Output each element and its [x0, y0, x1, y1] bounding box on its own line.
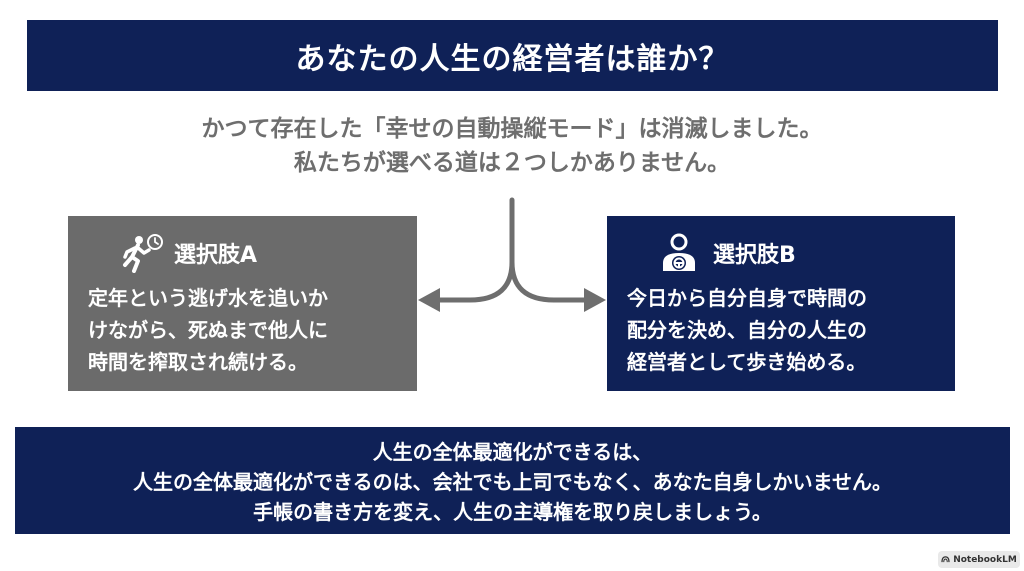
conclusion-box: 人生の全体最適化ができるは、 人生の全体最適化ができるのは、会社でも上司でもなく… [15, 427, 1010, 534]
intro-line-1: かつて存在した「幸せの自動操縦モード」は消滅しました。 [201, 116, 823, 142]
notebooklm-logo-icon [941, 556, 950, 563]
badge-label: NotebookLM [953, 554, 1017, 565]
choice-a-line-3: 時間を搾取され続ける。 [88, 350, 308, 374]
runner-clock-icon [123, 234, 163, 273]
driver-steering-wheel-icon [663, 233, 695, 271]
page-title: あなたの人生の経営者は誰か？ [295, 41, 730, 77]
choice-b-line-1: 今日から自分自身で時間の [627, 286, 867, 310]
arrow-left-head [418, 288, 440, 312]
notebooklm-badge: NotebookLM [938, 551, 1020, 568]
fork-left-branch [429, 259, 515, 303]
arrow-right-head [584, 288, 606, 312]
choice-b-card: 選択肢B 今日から自分自身で時間の 配分を決め、自分の人生の 経営者として歩き始… [607, 216, 955, 391]
choice-b-line-3: 経営者として歩き始める。 [627, 350, 867, 374]
choice-a-title: 選択肢A [174, 243, 258, 268]
conclusion-line-1: 人生の全体最適化ができるは、 [372, 440, 653, 464]
choice-b-line-2: 配分を決め、自分の人生の [627, 318, 867, 342]
choice-a-line-1: 定年という逃げ水を追いか [88, 286, 328, 310]
conclusion-line-3: 手帳の書き方を変え、人生の主導権を取り戻しましょう。 [253, 500, 772, 524]
choice-b-title: 選択肢B [713, 243, 796, 268]
choice-a-line-2: けながら、死ぬまで他人に [88, 318, 328, 342]
choice-b-body: 今日から自分自身で時間の 配分を決め、自分の人生の 経営者として歩き始める。 [627, 282, 935, 378]
intro-line-2: 私たちが選べる道は２つしかありません。 [293, 150, 731, 176]
conclusion-line-2: 人生の全体最適化ができるのは、会社でも上司でもなく、あなた自身しかいません。 [133, 470, 892, 494]
title-banner: あなたの人生の経営者は誰か？ [27, 20, 998, 91]
choice-a-body: 定年という逃げ水を追いか けながら、死ぬまで他人に 時間を搾取され続ける。 [88, 282, 397, 378]
fork-right-branch [509, 259, 595, 303]
intro-text: かつて存在した「幸せの自動操縦モード」は消滅しました。 私たちが選べる道は２つし… [0, 112, 1024, 180]
choice-a-card: 選択肢A 定年という逃げ水を追いか けながら、死ぬまで他人に 時間を搾取され続け… [68, 216, 417, 391]
